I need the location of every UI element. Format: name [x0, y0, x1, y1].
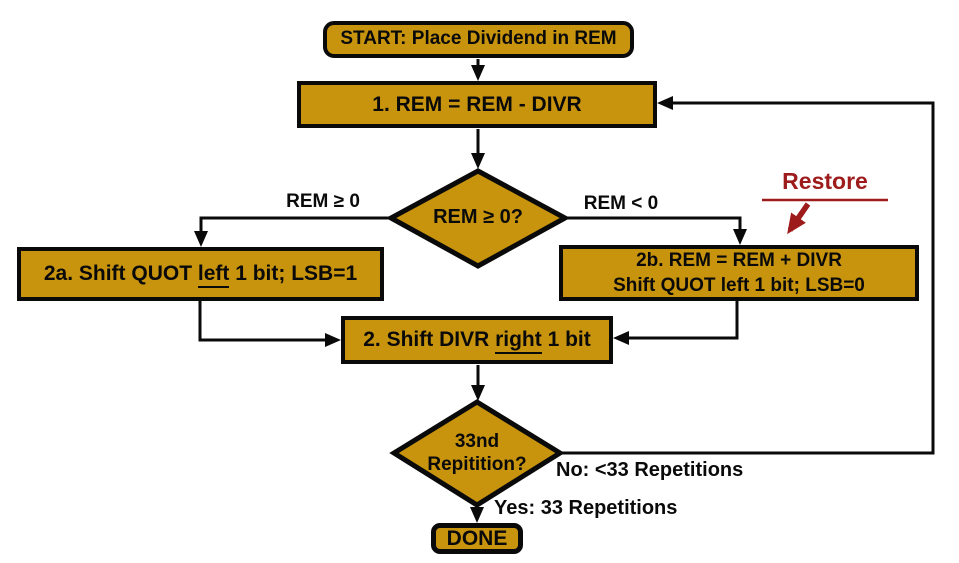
start-label: START: Place Dividend in REM — [340, 28, 617, 50]
step2b-node: 2b. REM = REM + DIVR Shift QUOT left 1 b… — [559, 245, 919, 301]
branch-label-no: No: <33 Repetitions — [556, 459, 744, 481]
done-label: DONE — [446, 526, 508, 550]
decision2-label: 33nd Repitition? — [397, 430, 557, 476]
branch-label-rem-lt-0: REM < 0 — [583, 193, 659, 214]
restore-label: Restore — [782, 168, 868, 194]
edge-decision2-loop-to-step1 — [560, 96, 935, 455]
decision2-diamond — [389, 399, 565, 508]
start-node: START: Place Dividend in REM — [323, 21, 634, 58]
step1-label: 1. REM = REM - DIVR — [372, 92, 582, 116]
branch-label-yes: Yes: 33 Repetitions — [494, 497, 678, 519]
decision2-line1: 33nd — [454, 431, 500, 452]
step2b-line2: Shift QUOT left 1 bit; LSB=0 — [613, 273, 865, 299]
edge-step2a-to-step2 — [198, 301, 341, 347]
step1-node: 1. REM = REM - DIVR — [297, 81, 657, 128]
edge-decision1-to-step2a — [194, 216, 392, 247]
step2a-label: 2a. Shift QUOT left 1 bit; LSB=1 — [44, 261, 357, 289]
done-node: DONE — [431, 523, 523, 554]
branch-label-rem-ge-0: REM ≥ 0 — [286, 191, 360, 212]
step2a-node: 2a. Shift QUOT left 1 bit; LSB=1 — [17, 247, 384, 301]
decision1-label: REM ≥ 0? — [433, 206, 523, 228]
restore-arrow — [787, 202, 811, 235]
decision2-line2: Repitition? — [427, 454, 527, 475]
edge-step2b-to-step2 — [613, 301, 739, 345]
step2-label: 2. Shift DIVR right 1 bit — [363, 327, 591, 355]
decision1-diamond — [385, 168, 571, 269]
edge-decision1-to-step2b — [564, 216, 747, 245]
step2b-line1: 2b. REM = REM + DIVR — [636, 250, 842, 271]
step2-node: 2. Shift DIVR right 1 bit — [341, 316, 613, 364]
